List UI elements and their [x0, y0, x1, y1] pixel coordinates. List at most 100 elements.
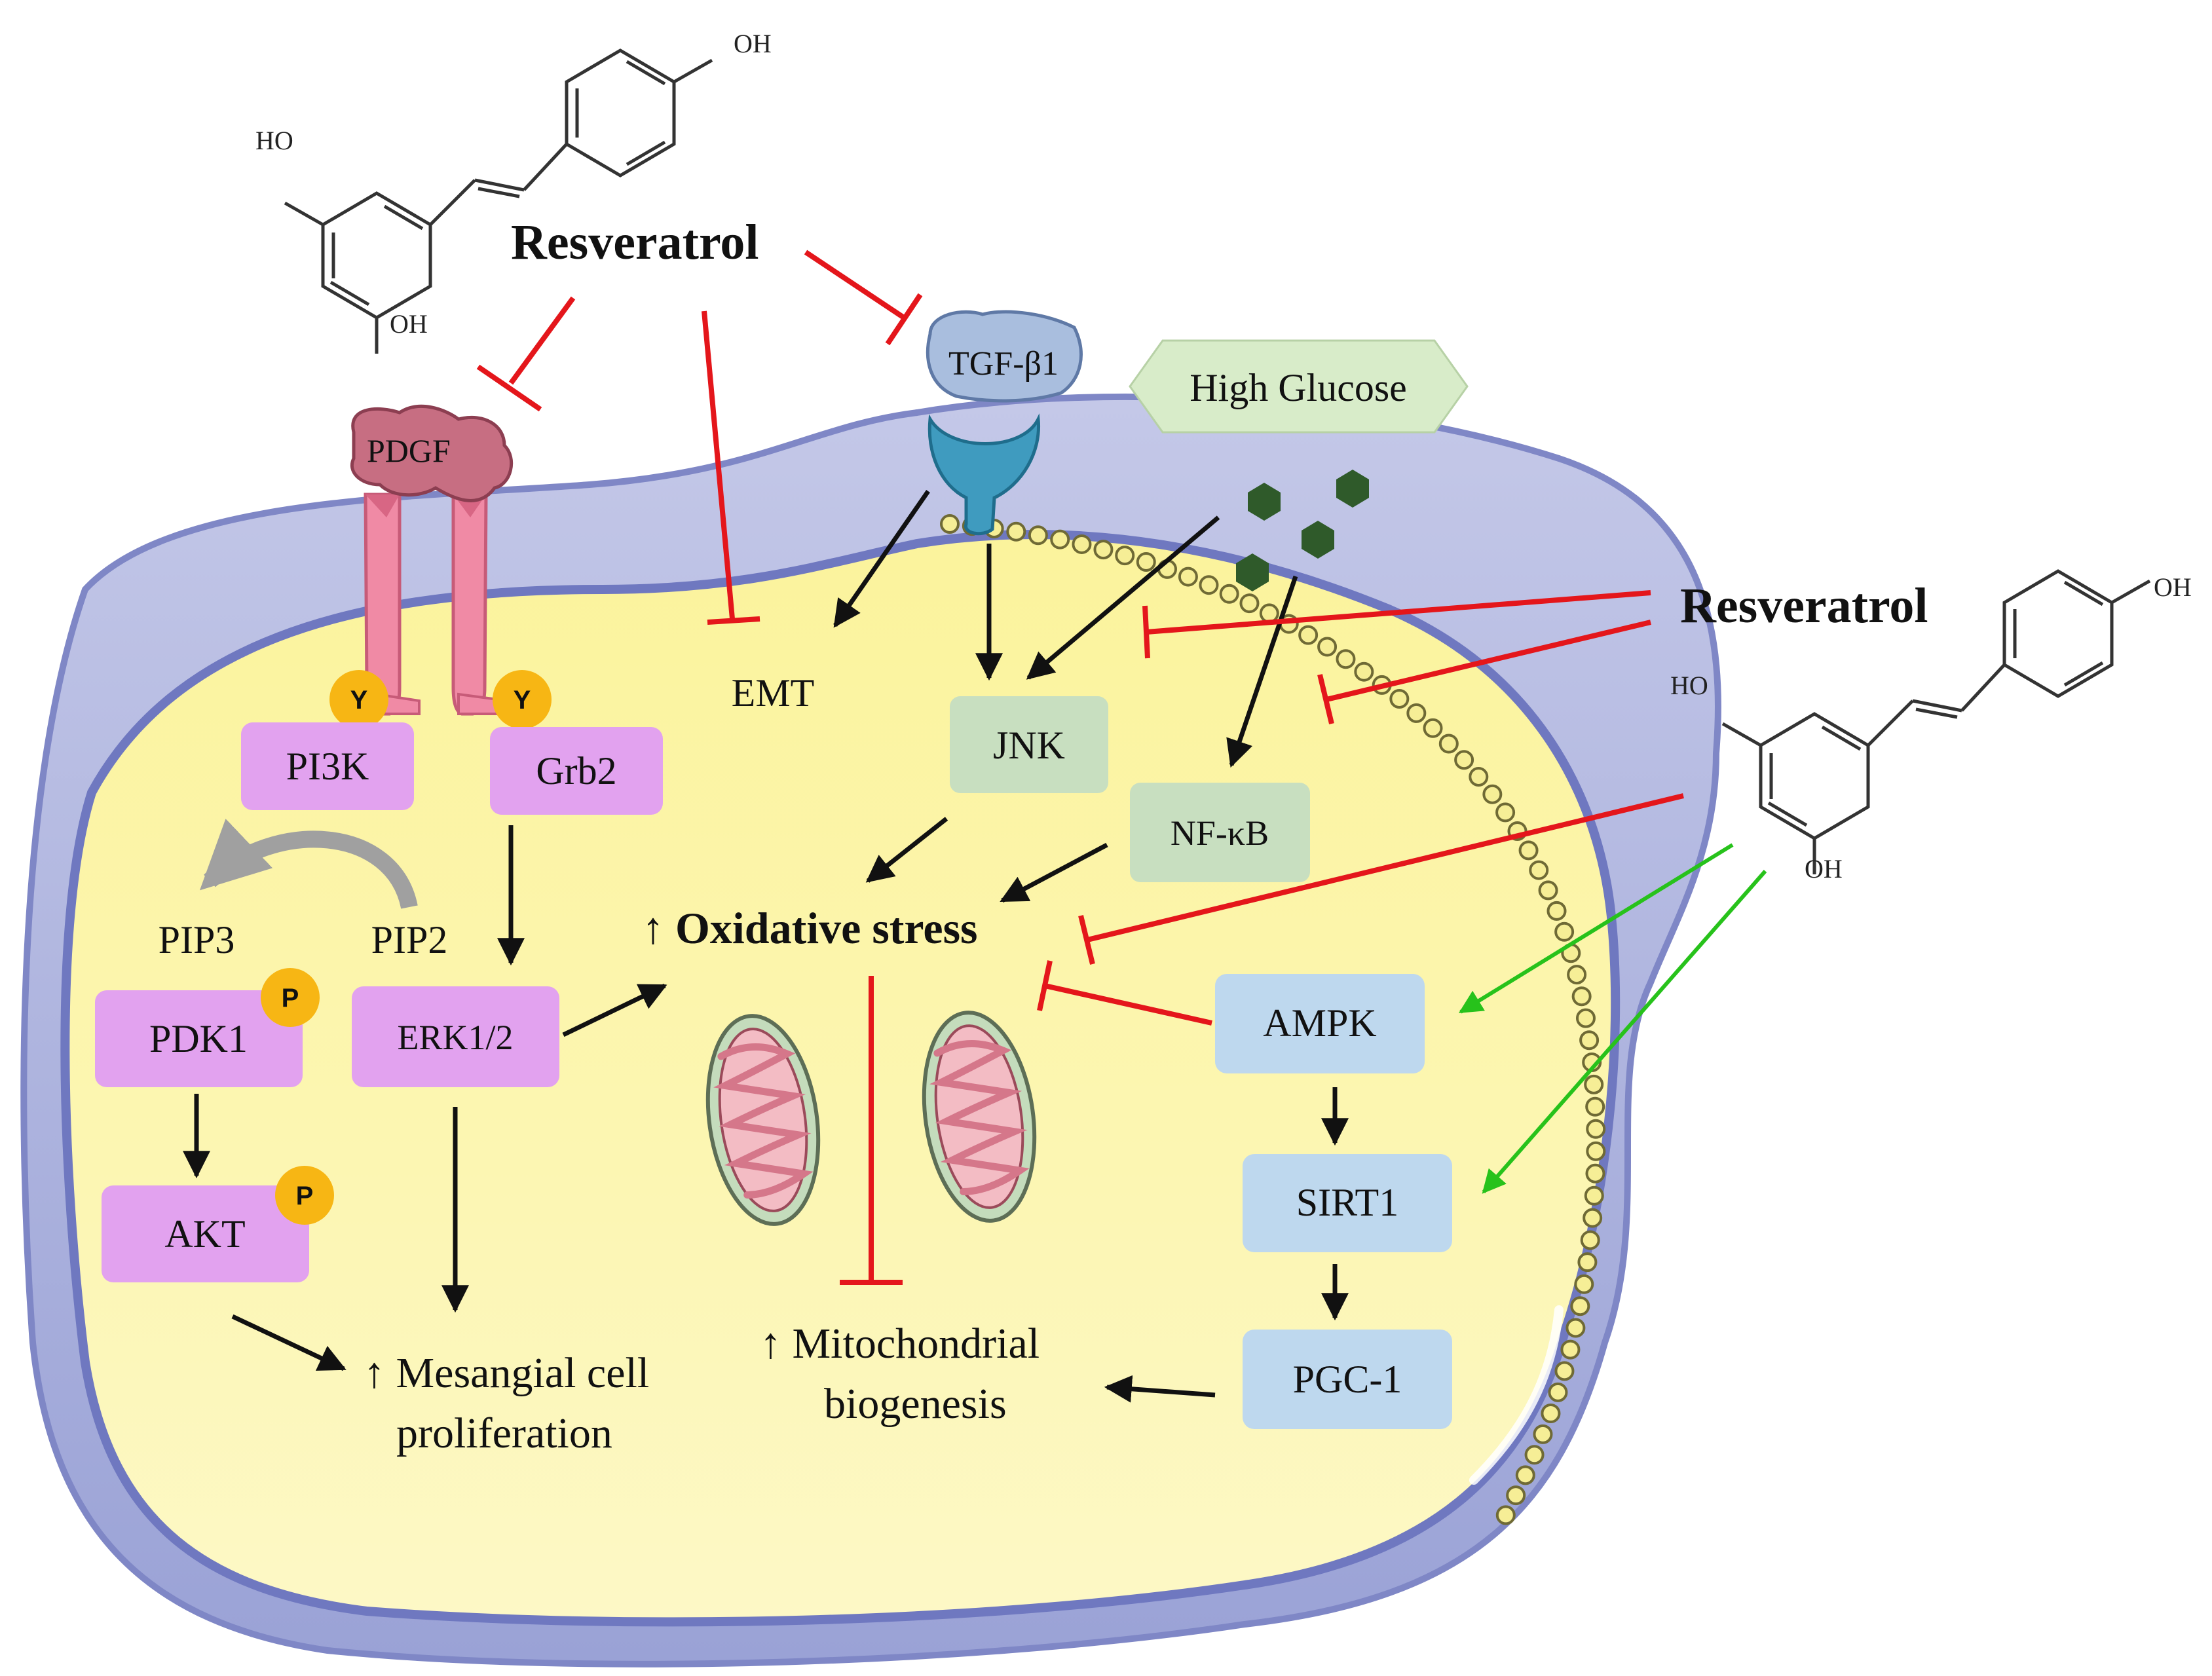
membrane-bead	[1541, 1404, 1561, 1424]
membrane-bead	[1115, 546, 1135, 566]
membrane-bead	[1565, 1318, 1586, 1338]
membrane-bead	[1438, 734, 1459, 754]
membrane-bead	[1495, 1505, 1516, 1525]
nfkb-label: NF-κB	[1171, 813, 1269, 853]
membrane-bead	[1219, 584, 1239, 604]
akt-label: AKT	[164, 1212, 245, 1256]
membrane-bead	[1577, 1252, 1598, 1273]
tgf-label: TGF-β1	[948, 345, 1059, 382]
resveratrol-right-label: Resveratrol	[1680, 578, 1928, 633]
glucose-hexagon-icon	[1236, 470, 1369, 591]
pdgf-label: PDGF	[367, 432, 451, 469]
resveratrol-top-label: Resveratrol	[511, 215, 759, 270]
grb2-label: Grb2	[536, 749, 616, 792]
cytoplasm-highlight	[1469, 1305, 1564, 1485]
membrane-bead	[1586, 1119, 1606, 1139]
y-right-label: Y	[514, 686, 531, 715]
mesangial-label-line2: proliferation	[396, 1409, 612, 1457]
membrane-bead	[1538, 880, 1558, 901]
membrane-bead	[1406, 703, 1427, 723]
membrane-bead	[1533, 1424, 1553, 1444]
membrane-bead	[1560, 1339, 1581, 1360]
erk-label: ERK1/2	[397, 1018, 513, 1057]
pgc1-label: PGC-1	[1293, 1358, 1402, 1401]
grb2-node: Grb2	[490, 727, 663, 815]
ampk-label: AMPK	[1263, 1001, 1376, 1045]
chem-top-ho-label: HO	[255, 126, 293, 155]
membrane-bead	[1259, 603, 1279, 624]
pgc1-node: PGC-1	[1243, 1330, 1452, 1429]
membrane-bead	[1050, 529, 1070, 549]
membrane-bead	[1570, 1296, 1590, 1316]
tyrosine-badge-left-icon: Y	[329, 670, 388, 729]
membrane-bead	[1317, 637, 1338, 657]
membrane-bead	[1239, 593, 1260, 614]
pdk1-node: PDK1	[95, 990, 303, 1087]
ampk-node: AMPK	[1215, 974, 1425, 1073]
tyrosine-badge-right-icon: Y	[493, 670, 552, 729]
membrane-bead	[1567, 965, 1587, 985]
chem-right-oh-right-label: OH	[2154, 572, 2192, 602]
membrane-bead	[1093, 540, 1114, 560]
membrane-bead	[1469, 767, 1489, 787]
membrane-bead	[1529, 860, 1549, 880]
phosphate-badge-akt-icon: P	[275, 1166, 334, 1225]
membrane-bead	[1454, 750, 1474, 770]
phosphate-badge-pdk1-icon: P	[261, 968, 320, 1027]
jnk-node: JNK	[950, 696, 1108, 793]
membrane-bead	[1072, 534, 1092, 554]
pip-conversion-arrow	[199, 819, 418, 909]
membrane-bead	[1579, 1030, 1600, 1051]
chem-right-ho-label: HO	[1670, 671, 1708, 700]
membrane-bead	[1006, 521, 1026, 542]
membrane-bead	[1584, 1185, 1604, 1206]
inhibition-arrows	[476, 250, 1684, 1285]
pip3-label: PIP3	[159, 918, 235, 961]
high-glucose-tag: High Glucose	[1129, 339, 1469, 434]
membrane-bead	[1584, 1074, 1604, 1094]
tgf-receptor-icon	[928, 413, 1041, 536]
mesangial-label-line1: ↑ Mesangial cell	[364, 1349, 649, 1397]
chem-top-oh-bottom-label: OH	[390, 309, 428, 339]
mitochondrial-label-line2: biogenesis	[824, 1380, 1007, 1428]
membrane-bead	[1336, 649, 1356, 669]
membrane-bead	[1548, 1382, 1568, 1402]
chem-top-oh-right-label: OH	[734, 29, 772, 58]
dotted-membrane	[940, 514, 1606, 1525]
membrane-bead	[1554, 922, 1575, 942]
membrane-bead	[1515, 1465, 1535, 1485]
membrane-bead	[1574, 1274, 1594, 1294]
membrane-bead	[1571, 986, 1592, 1007]
pip2-label: PIP2	[371, 918, 448, 961]
nfkb-node: NF-κB	[1130, 783, 1310, 882]
tgf-ligand-icon	[926, 310, 1083, 403]
pdgf-ligand-icon	[350, 404, 514, 502]
resveratrol-structure-top-icon	[285, 50, 712, 354]
membrane-bead	[1482, 784, 1503, 804]
pdk1-label: PDK1	[149, 1017, 248, 1060]
membrane-bead	[1554, 1361, 1575, 1381]
pdgf-receptor-icon	[364, 493, 509, 716]
membrane-bead	[1298, 625, 1319, 645]
high-glucose-label: High Glucose	[1190, 366, 1407, 409]
membrane-bead	[1585, 1096, 1605, 1117]
activation-arrows	[183, 490, 1349, 1403]
jnk-label: JNK	[993, 724, 1065, 767]
membrane-bead	[1506, 1485, 1526, 1506]
sirt1-node: SIRT1	[1243, 1154, 1452, 1252]
membrane-bead	[1178, 567, 1198, 587]
membrane-bead	[1354, 661, 1374, 682]
membrane-bead	[1028, 525, 1048, 546]
p-pdk1-label: P	[282, 984, 299, 1013]
membrane-bead	[1580, 1230, 1600, 1250]
erk-node: ERK1/2	[352, 986, 559, 1087]
resveratrol-activation-arrows	[1458, 843, 1767, 1194]
membrane-bead	[1423, 718, 1443, 738]
membrane-bead	[1518, 840, 1539, 861]
membrane-bead	[1583, 1208, 1603, 1228]
membrane-bead	[1547, 901, 1567, 921]
mitochondrial-label-line1: ↑ Mitochondrial	[760, 1320, 1040, 1368]
membrane-bead	[1575, 1008, 1596, 1028]
membrane-bead	[1495, 802, 1516, 823]
